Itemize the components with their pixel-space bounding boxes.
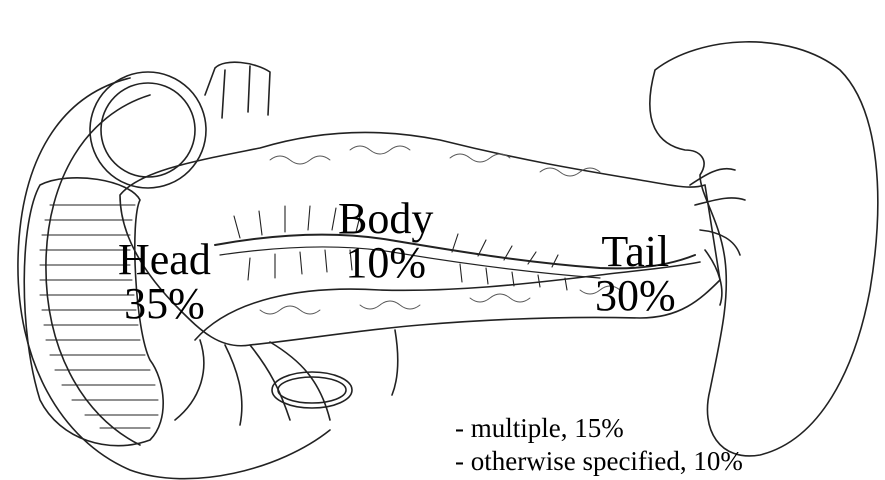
label-tail-percent: 30%: [595, 274, 676, 318]
right-vessel: [392, 330, 398, 395]
mesenteric-vessels: [175, 340, 330, 425]
spleen-outline: [650, 42, 878, 456]
label-head-percent: 35%: [118, 282, 211, 326]
notes-list: - multiple, 15% - otherwise specified, 1…: [455, 412, 743, 478]
vessel-ring-outer: [90, 72, 206, 188]
label-body: Body 10%: [338, 197, 433, 285]
label-body-name: Body: [338, 197, 433, 241]
note-multiple: - multiple, 15%: [455, 412, 743, 445]
label-head: Head 35%: [118, 238, 211, 326]
vessel-ring-inner: [101, 83, 195, 177]
splenic-hilum-vessels: [690, 169, 745, 305]
label-head-name: Head: [118, 238, 211, 282]
portal-vein: [205, 62, 270, 118]
label-tail-name: Tail: [595, 230, 676, 274]
lobular-texture: [260, 146, 620, 314]
note-otherwise-specified: - otherwise specified, 10%: [455, 445, 743, 478]
label-tail: Tail 30%: [595, 230, 676, 318]
label-body-percent: 10%: [338, 241, 433, 285]
